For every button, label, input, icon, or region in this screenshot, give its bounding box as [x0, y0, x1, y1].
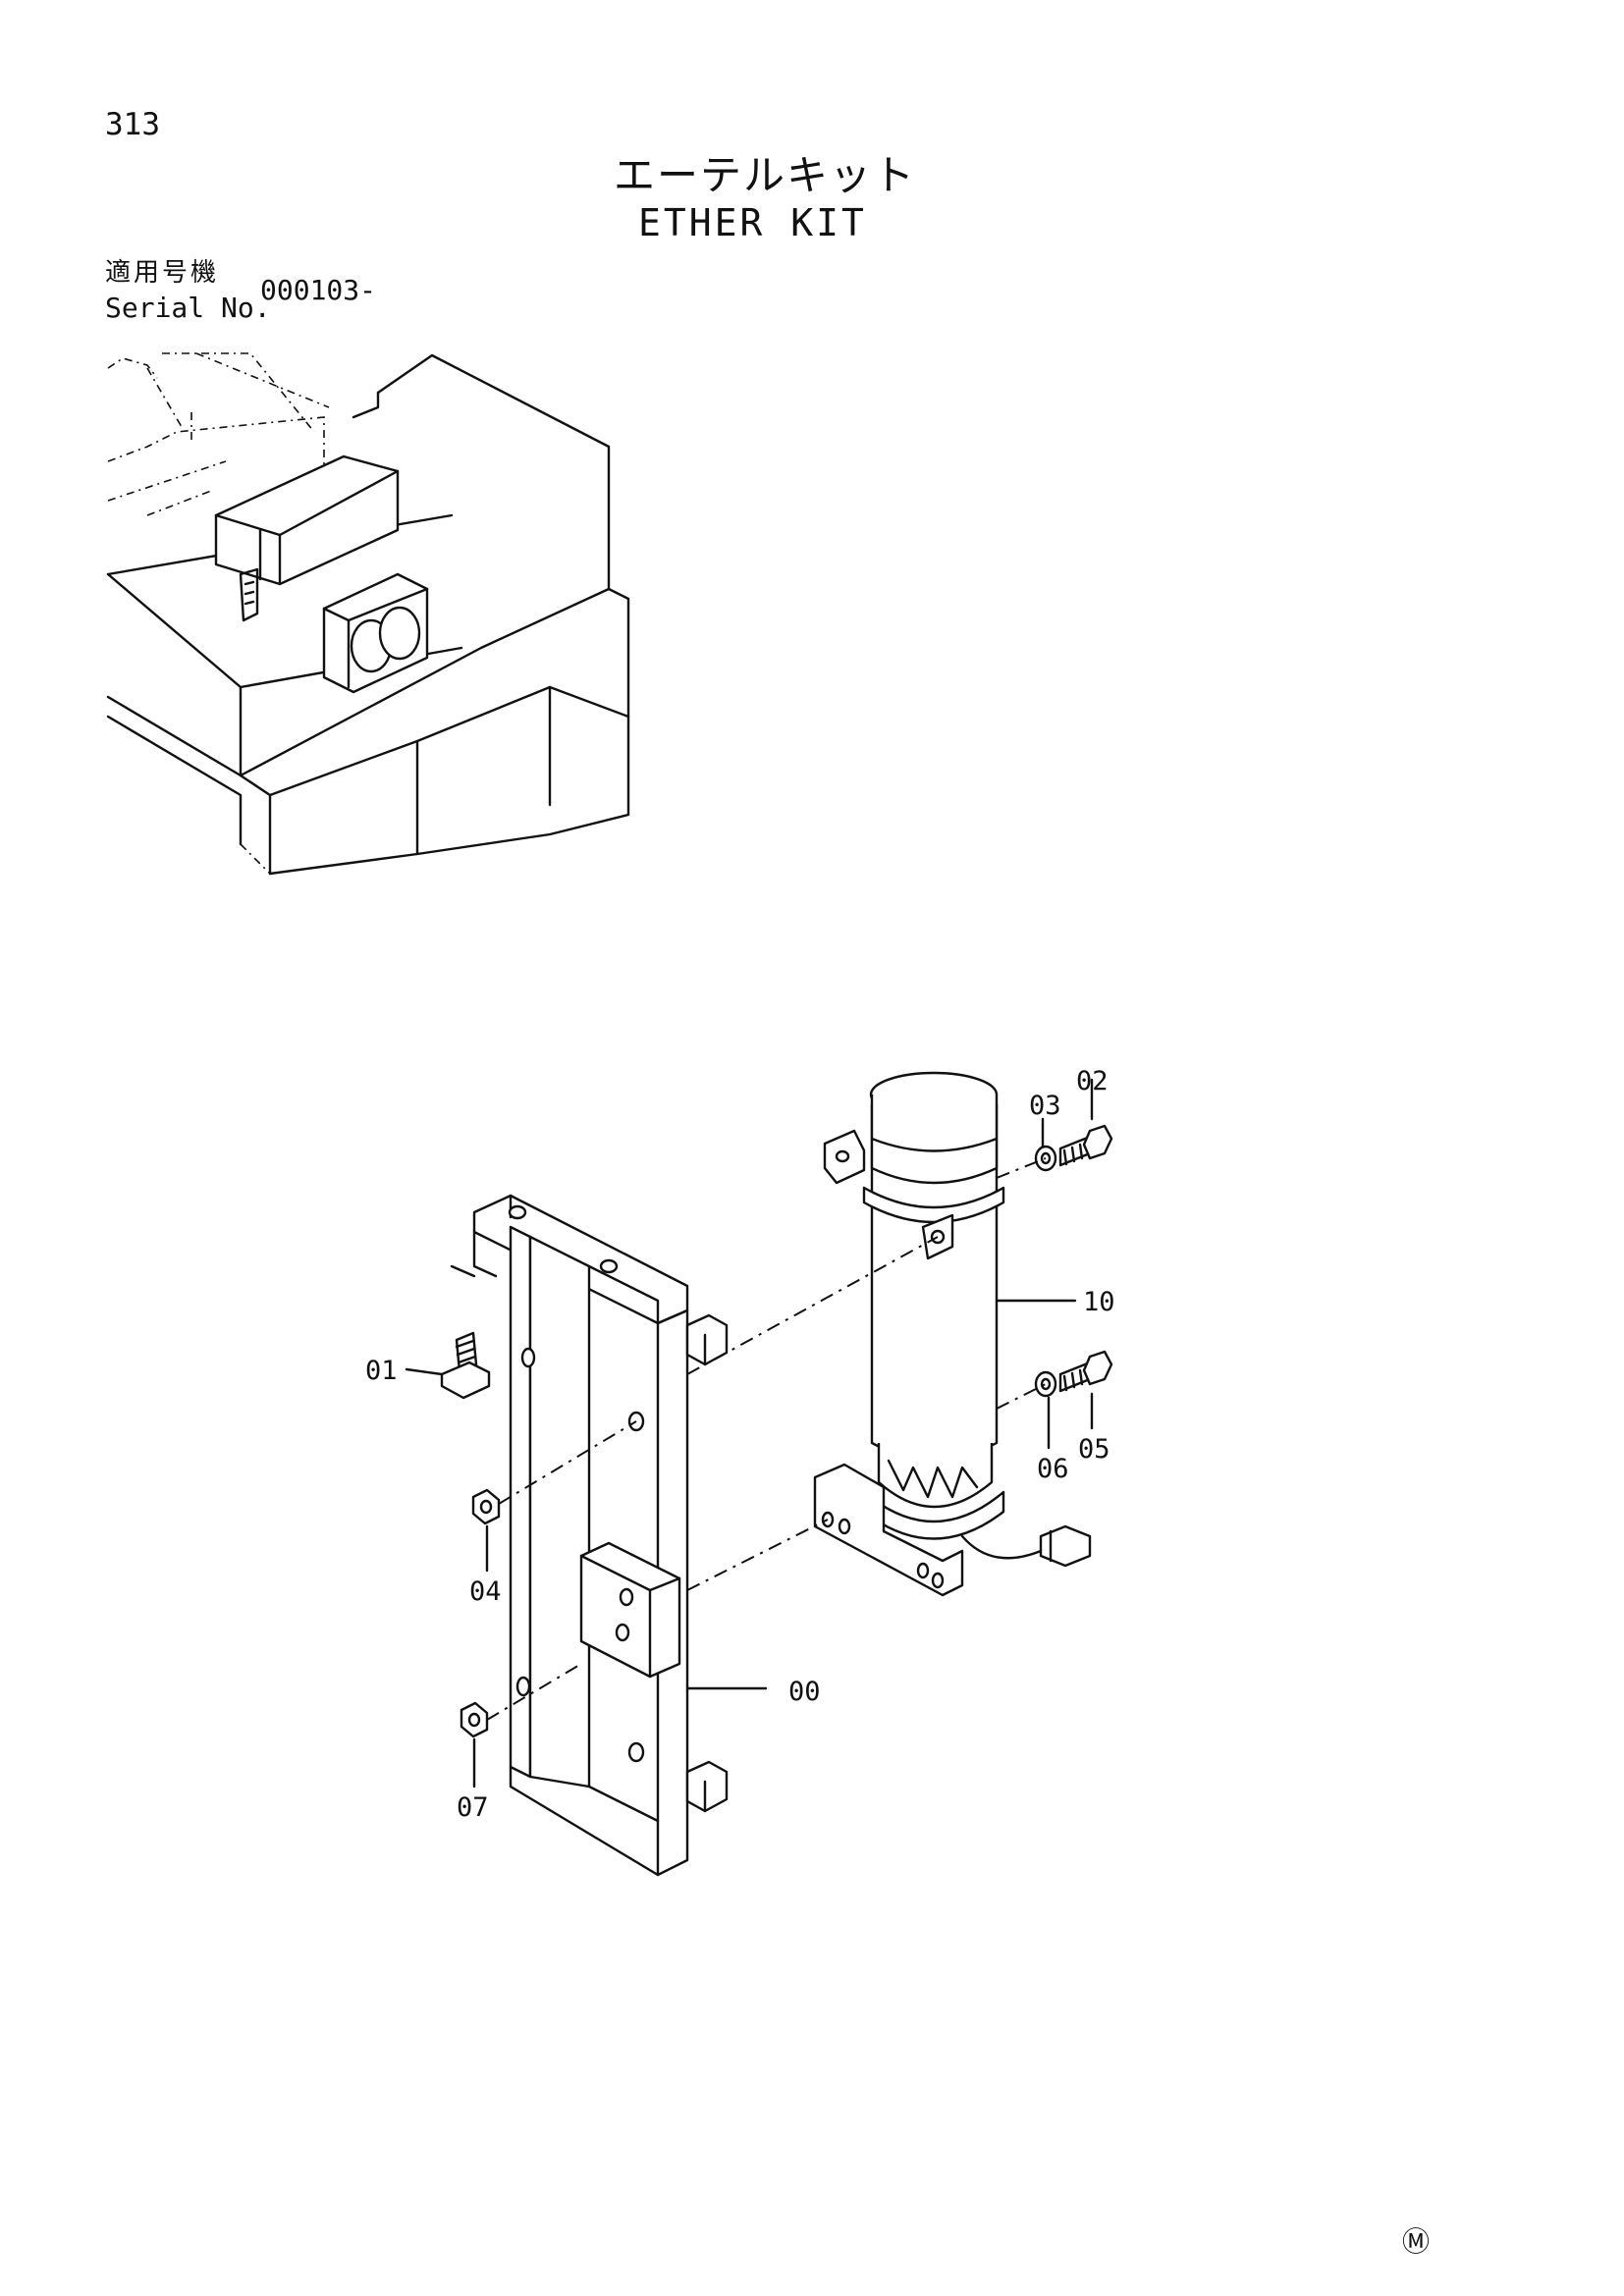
- part-label-05: 05: [1078, 1434, 1110, 1465]
- ether-kit-exploded-view: [405, 1071, 1113, 1877]
- manual-mark-icon: Ⓜ: [1402, 2225, 1431, 2258]
- part-label-10: 10: [1083, 1287, 1115, 1317]
- serial-label-english: Serial No.: [105, 292, 271, 324]
- serial-number-value: 000103-: [260, 274, 377, 306]
- part-label-07: 07: [457, 1792, 489, 1823]
- title-english: ETHER KIT: [638, 201, 867, 244]
- part-label-04: 04: [469, 1576, 502, 1607]
- machine-overview-drawing: [106, 352, 630, 876]
- part-label-02: 02: [1076, 1066, 1109, 1096]
- title-japanese: エーテルキット: [614, 151, 917, 199]
- page-number: 313: [105, 107, 160, 142]
- serial-label-japanese: 適用号機: [105, 258, 220, 288]
- part-label-00: 00: [788, 1677, 821, 1707]
- part-label-06: 06: [1037, 1454, 1069, 1484]
- part-label-03: 03: [1029, 1091, 1061, 1121]
- part-label-01: 01: [365, 1356, 398, 1386]
